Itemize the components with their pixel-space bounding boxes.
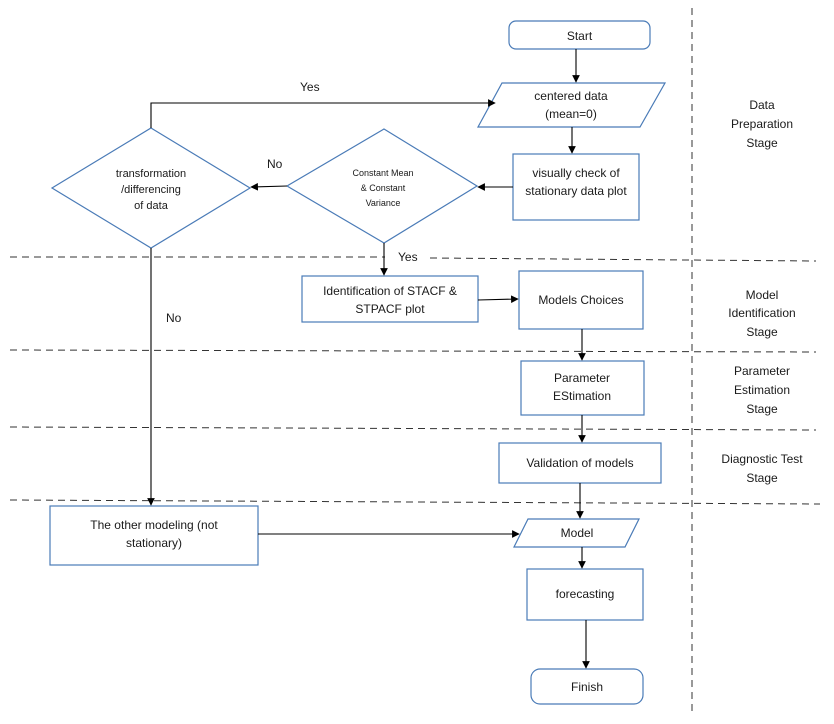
models-choices-label: Models Choices	[538, 293, 623, 307]
models-choices-node: Models Choices	[518, 270, 644, 330]
constant-mean-label-1: Constant Mean	[352, 168, 413, 178]
transformation-label-3: of data	[134, 200, 169, 212]
edge-label-yes-top: Yes	[300, 80, 320, 94]
stage-ident-label-1: Model	[746, 288, 779, 302]
stage-ident-label-3: Stage	[746, 325, 778, 339]
parameter-estimation-node: Parameter EStimation	[520, 360, 645, 416]
validation-label: Validation of models	[526, 456, 633, 470]
constant-mean-decision: Constant Mean & Constant Variance	[285, 128, 479, 244]
arrow-decision-to-transformation	[250, 182, 288, 191]
transformation-label-2: /differencing	[121, 184, 181, 196]
stage-prep-label-3: Stage	[746, 136, 778, 150]
visual-check-label-2: stationary data plot	[525, 184, 627, 198]
other-modeling-label-1: The other modeling (not	[90, 518, 218, 532]
forecasting-node: forecasting	[526, 568, 644, 621]
parameter-label-2: EStimation	[553, 389, 611, 403]
edge-label-yes-down: Yes	[398, 250, 418, 264]
parameter-label-1: Parameter	[554, 371, 610, 385]
constant-mean-label-3: Variance	[366, 198, 401, 208]
stage-prep-label-1: Data	[749, 98, 775, 112]
stage-diag-label-2: Stage	[746, 471, 778, 485]
edge-label-no-down: No	[166, 311, 182, 325]
identification-node: Identification of STACF & STPACF plot	[301, 275, 479, 323]
transformation-label-1: transformation	[116, 168, 186, 180]
start-node: Start	[508, 20, 651, 50]
transformation-decision: transformation /differencing of data	[50, 127, 252, 249]
arrow-identification-to-models	[477, 295, 519, 304]
start-label: Start	[567, 29, 593, 43]
other-modeling-node: The other modeling (not stationary)	[49, 505, 259, 566]
identification-label-2: STPACF plot	[355, 302, 425, 316]
stage-param-label-2: Estimation	[734, 383, 790, 397]
centered-data-node: centered data (mean=0)	[476, 82, 667, 128]
constant-mean-label-2: & Constant	[361, 183, 406, 193]
validation-node: Validation of models	[498, 442, 662, 484]
edge-label-no-left: No	[267, 157, 283, 171]
stage-divider-3	[9, 426, 817, 431]
visual-check-label-1: visually check of	[532, 166, 620, 180]
finish-node: Finish	[530, 668, 644, 705]
model-label: Model	[561, 526, 594, 540]
stage-param-label-1: Parameter	[734, 364, 790, 378]
model-node: Model	[513, 518, 640, 548]
stage-prep-label-2: Preparation	[731, 117, 793, 131]
stage-divider-4	[9, 499, 821, 505]
forecasting-label: forecasting	[556, 587, 615, 601]
stage-ident-label-2: Identification	[728, 306, 795, 320]
other-modeling-label-2: stationary)	[126, 536, 182, 550]
centered-data-label-2: (mean=0)	[545, 107, 597, 121]
stage-divider-2	[9, 349, 817, 353]
arrow-transformation-to-centered	[150, 99, 496, 128]
finish-label: Finish	[571, 680, 603, 694]
stage-param-label-3: Stage	[746, 402, 778, 416]
identification-label-1: Identification of STACF &	[323, 284, 457, 298]
centered-data-label-1: centered data	[534, 89, 608, 103]
stage-diag-label-1: Diagnostic Test	[721, 452, 803, 466]
visual-check-node: visually check of stationary data plot	[512, 153, 640, 221]
stage-divider-1b	[429, 257, 817, 262]
